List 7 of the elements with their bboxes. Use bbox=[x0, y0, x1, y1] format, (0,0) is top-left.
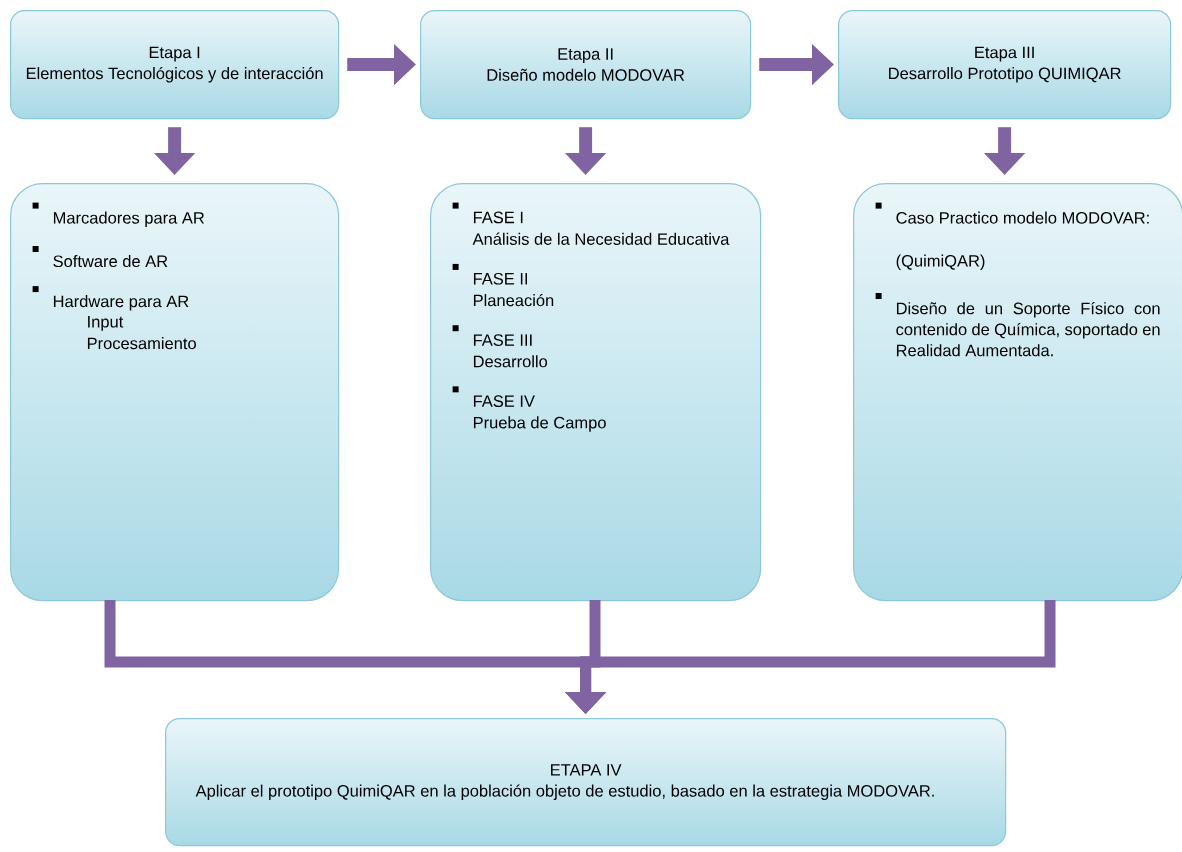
stage-box: Etapa II Diseño modelo MODOVAR bbox=[420, 10, 752, 120]
stage-box: ETAPA IV Aplicar el prototipo QuimiQAR en la población objeto de estudio, basado en la estrategia MODOVAR. bbox=[165, 718, 1007, 847]
stage-box: Etapa III Desarrollo Prototipo QUIMIQAR bbox=[838, 10, 1172, 120]
content-box: Marcadores para AR Software de AR Hardware para AR Input Procesamiento bbox=[10, 183, 340, 602]
stage-box: Etapa I Elementos Tecnológicos y de interacción bbox=[10, 10, 340, 120]
content-box: Caso Practico modelo MODOVAR: (QuimiQAR) Diseño de un Soporte Físico con contenido de Química, soportado en Realidad Aumentada. bbox=[853, 183, 1182, 602]
content-box: FASE I Análisis de la Necesidad Educativa FASE II Planeación FASE III Desarrollo FASE IV Prueba de Campo bbox=[430, 183, 762, 602]
